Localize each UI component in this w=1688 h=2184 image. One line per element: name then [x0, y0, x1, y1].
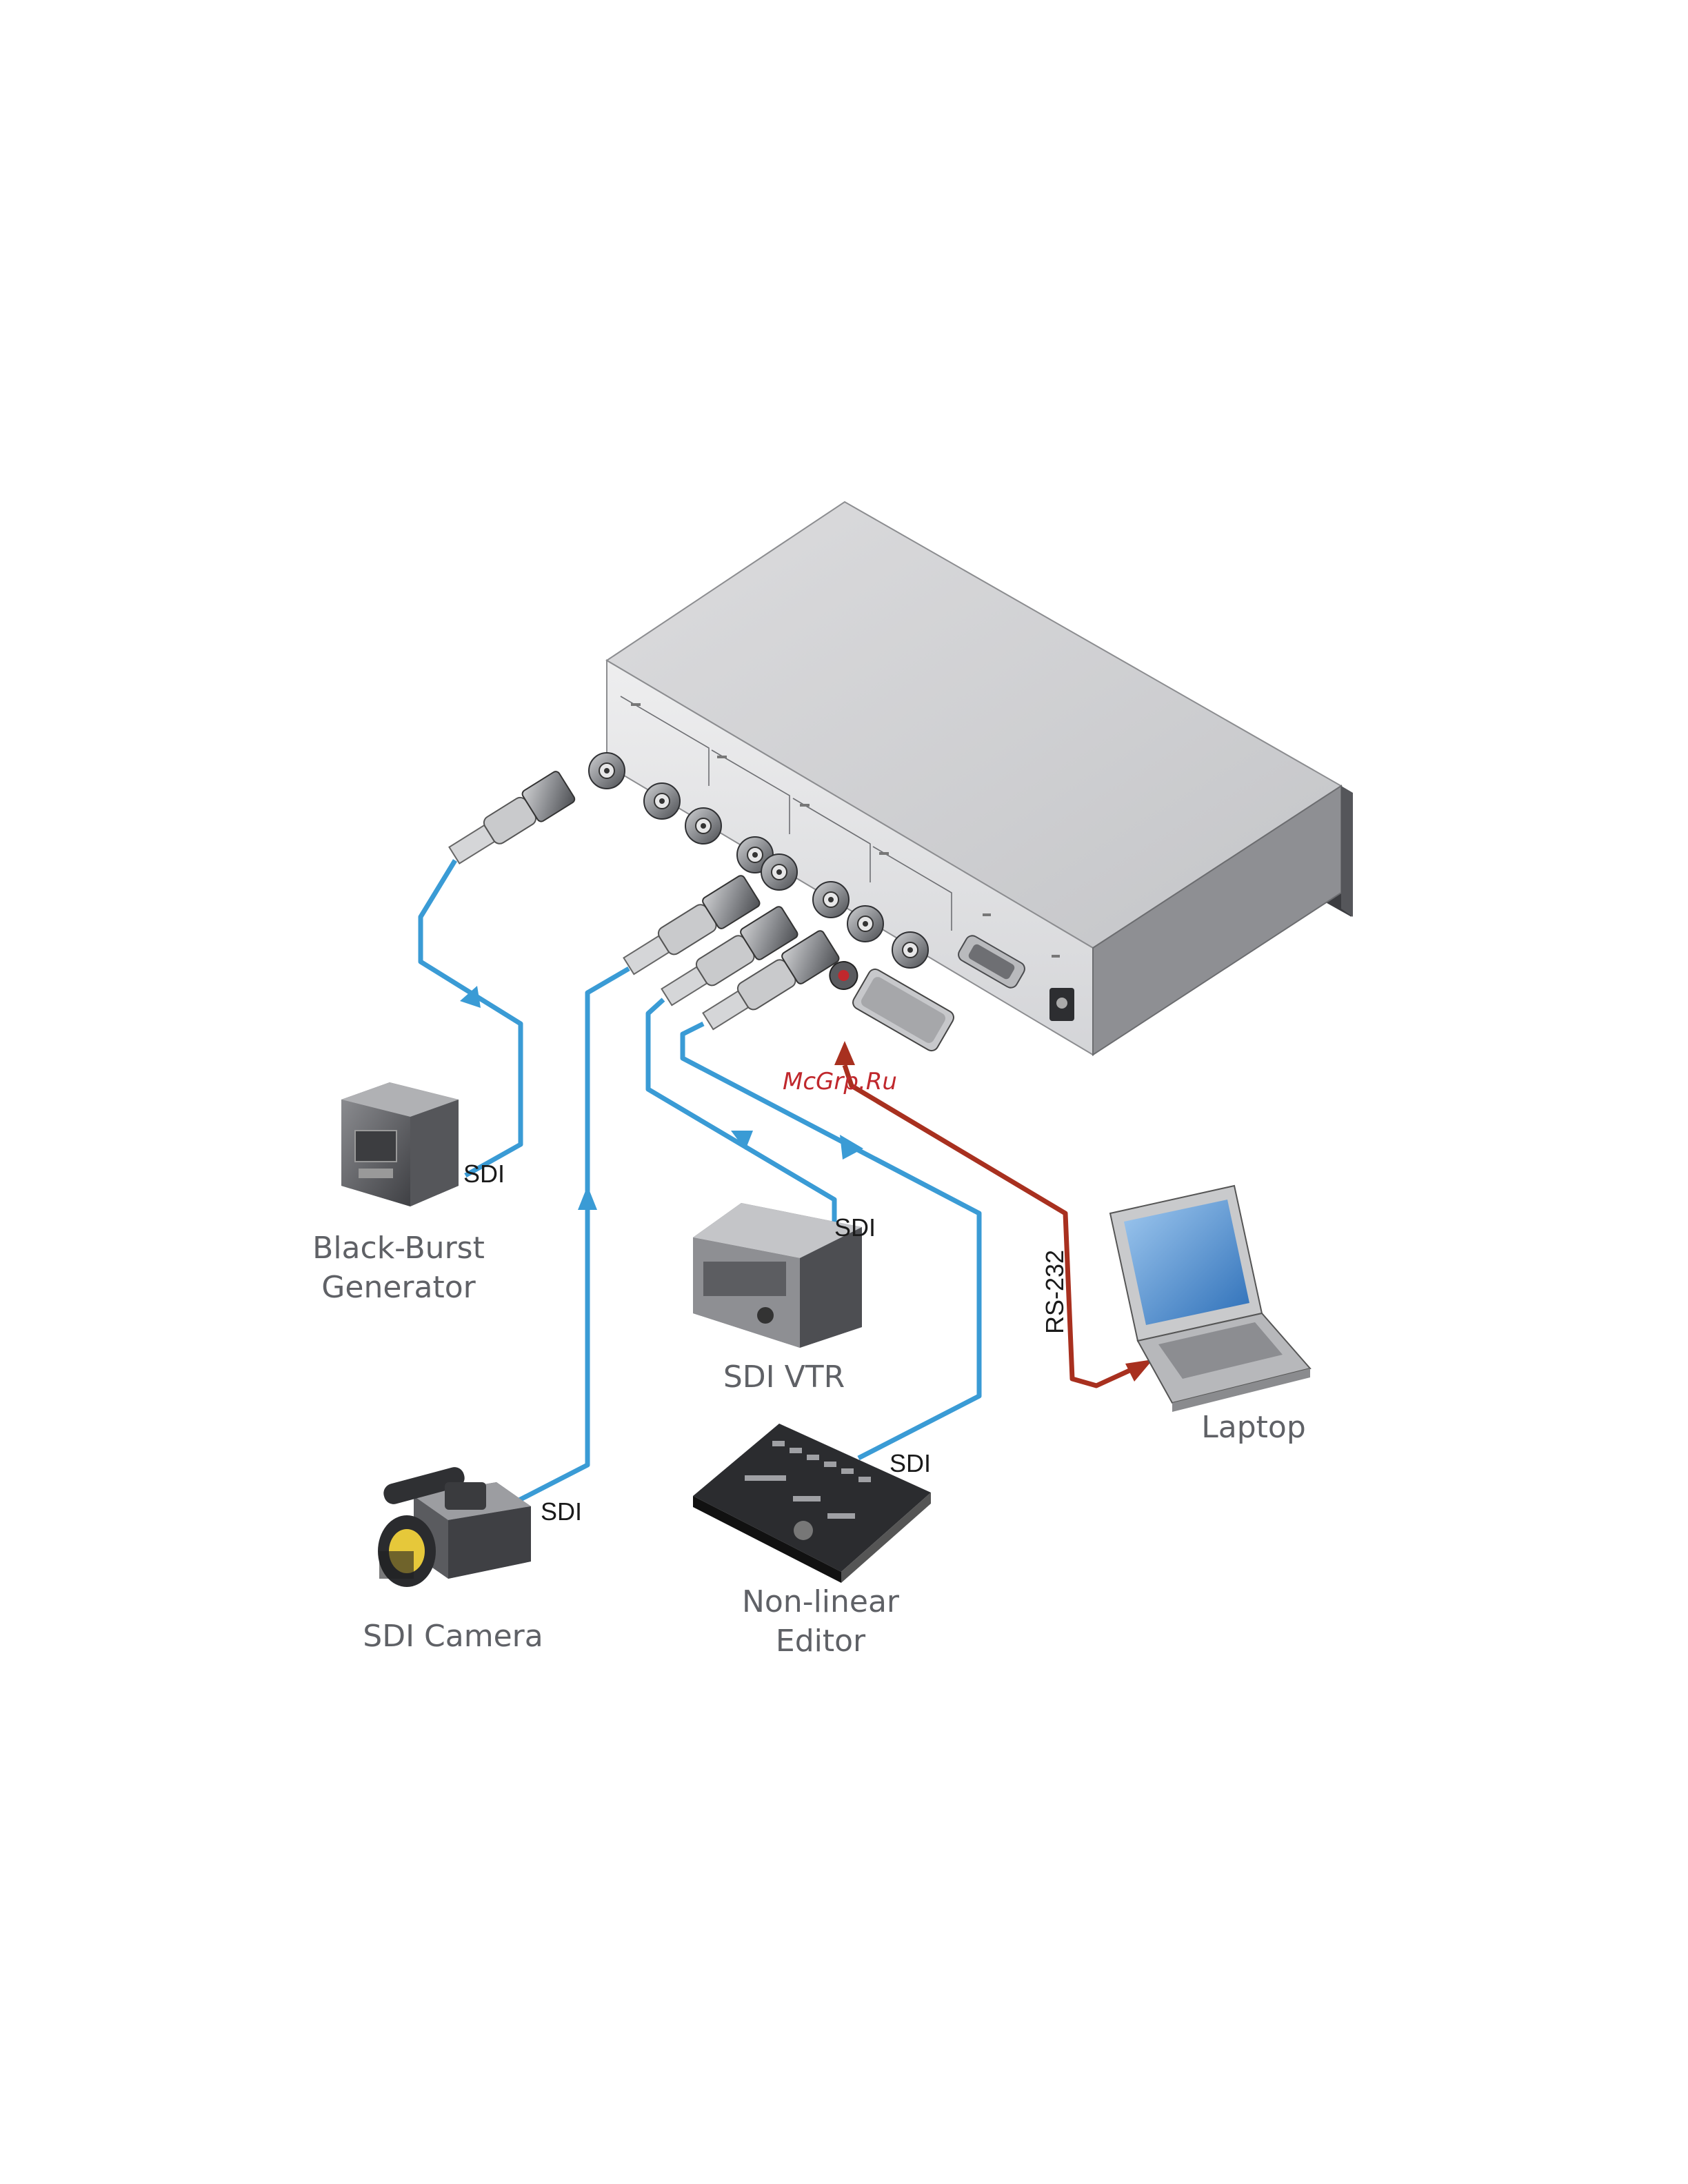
- bnc-socket: [589, 753, 625, 789]
- cable-label-vtr: SDI: [834, 1213, 876, 1242]
- cable-label-camera: SDI: [541, 1497, 582, 1526]
- label-non-linear-line2: Editor: [776, 1624, 866, 1659]
- bnc-socket: [847, 906, 883, 942]
- bnc-socket: [892, 932, 928, 968]
- arrow-rs232-laptop: [1125, 1359, 1153, 1382]
- bnc-socket: [761, 854, 797, 890]
- black-burst-generator-device: [341, 1082, 459, 1206]
- bnc-plug-generator: [445, 770, 576, 871]
- label-laptop: Laptop: [1201, 1410, 1306, 1445]
- label-black-burst-line1: Black-Burst: [312, 1231, 485, 1266]
- power-jack: [1049, 988, 1074, 1021]
- cable-camera: [514, 969, 629, 1503]
- label-sdi-vtr: SDI VTR: [723, 1359, 845, 1395]
- arrow-rs232-up: [834, 1041, 855, 1065]
- bnc-socket: [685, 808, 721, 844]
- laptop-device: [1110, 1186, 1310, 1412]
- arrow-camera: [578, 1186, 597, 1210]
- cable-label-generator: SDI: [463, 1160, 505, 1188]
- arrow-editor: [840, 1135, 863, 1160]
- bnc-socket: [644, 783, 680, 819]
- cable-label-editor: SDI: [890, 1449, 931, 1477]
- label-non-linear-line1: Non-linear: [742, 1584, 900, 1619]
- non-linear-editor-device: [693, 1424, 931, 1583]
- cable-vtr: [648, 1000, 834, 1227]
- bnc-socket: [813, 882, 849, 918]
- label-sdi-camera: SDI Camera: [363, 1619, 543, 1654]
- label-black-burst-line2: Generator: [321, 1270, 476, 1305]
- watermark: McGrp.Ru: [783, 1068, 897, 1095]
- sdi-camera-device: [378, 1465, 531, 1587]
- cable-label-rs232: RS-232: [1041, 1250, 1069, 1334]
- rs232-plug: [821, 949, 956, 1053]
